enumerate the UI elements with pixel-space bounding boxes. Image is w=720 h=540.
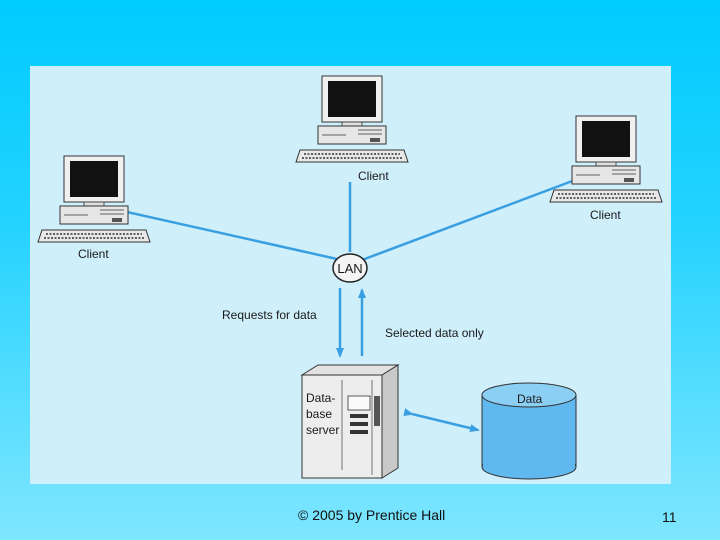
database-server: Data- base server bbox=[300, 364, 400, 479]
copyright-text: © 2005 by Prentice Hall bbox=[298, 507, 446, 523]
link-left-client bbox=[117, 208, 338, 261]
request-label: Requests for data bbox=[222, 308, 317, 322]
data-label: Data bbox=[517, 392, 543, 406]
network-links bbox=[117, 178, 576, 262]
lan-label: LAN bbox=[337, 261, 362, 276]
data-cylinder: Data bbox=[481, 382, 577, 480]
server-data-link bbox=[403, 408, 480, 433]
client-label-left: Client bbox=[78, 247, 109, 261]
client-label-right: Client bbox=[590, 208, 621, 222]
lan-hub: LAN bbox=[332, 253, 368, 283]
client-label-top: Client bbox=[358, 169, 389, 183]
client-computer-top bbox=[295, 75, 409, 163]
link-right-client bbox=[361, 178, 576, 262]
page-number: 11 bbox=[662, 509, 677, 525]
server-label-line-1: Data- bbox=[306, 391, 335, 405]
response-label: Selected data only bbox=[385, 326, 484, 340]
client-computer-right bbox=[549, 115, 663, 203]
client-computer-left bbox=[37, 155, 151, 243]
server-label-line-2: base bbox=[306, 407, 332, 421]
server-label-line-3: server bbox=[306, 423, 339, 437]
